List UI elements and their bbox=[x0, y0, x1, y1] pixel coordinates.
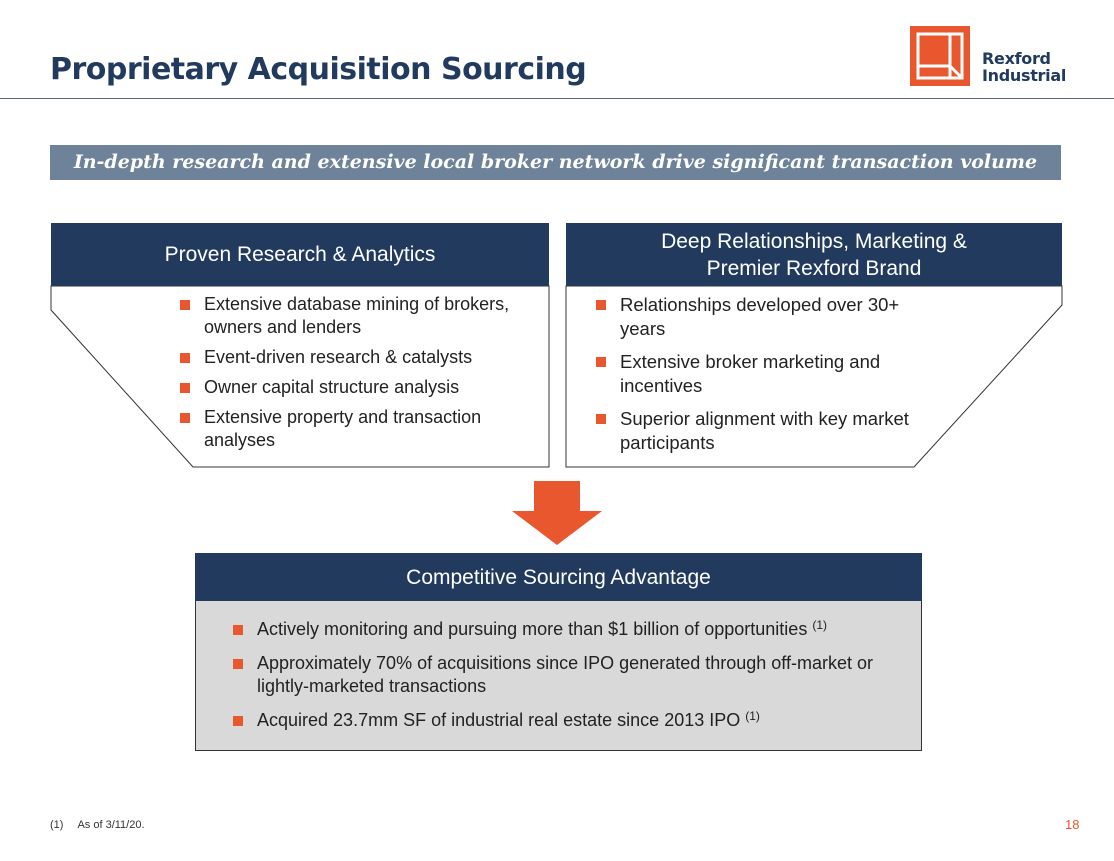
logo-mark-icon bbox=[910, 26, 970, 86]
left-panel-bullets: Extensive database mining of brokers, ow… bbox=[180, 293, 520, 452]
list-item: Relationships developed over 30+ years bbox=[596, 293, 936, 341]
page-number: 18 bbox=[1065, 817, 1080, 832]
list-item: Superior alignment with key market parti… bbox=[596, 407, 936, 455]
bottom-panel-heading: Competitive Sourcing Advantage bbox=[195, 553, 922, 601]
right-panel-bullets: Relationships developed over 30+ years E… bbox=[596, 293, 936, 455]
left-panel-heading-text: Proven Research & Analytics bbox=[164, 243, 436, 266]
logo-wordmark: Rexford Industrial bbox=[982, 50, 1066, 84]
footnote-number: (1) bbox=[50, 819, 64, 831]
footnote: (1) As of 3/11/20. bbox=[50, 819, 145, 831]
bullet-square-icon bbox=[596, 414, 606, 424]
list-item: Owner capital structure analysis bbox=[180, 376, 520, 399]
list-item: Extensive database mining of brokers, ow… bbox=[180, 293, 520, 339]
bottom-panel-heading-text: Competitive Sourcing Advantage bbox=[406, 565, 711, 589]
list-item: Actively monitoring and pursuing more th… bbox=[233, 618, 913, 641]
bullet-square-icon bbox=[596, 300, 606, 310]
footnote-ref: (1) bbox=[812, 618, 828, 632]
logo-line-1: Rexford bbox=[982, 49, 1051, 68]
bullet-square-icon bbox=[233, 659, 243, 669]
page-title: Proprietary Acquisition Sourcing bbox=[50, 52, 587, 87]
down-arrow-icon bbox=[512, 481, 602, 545]
tagline-banner: In-depth research and extensive local br… bbox=[50, 145, 1061, 180]
bullet-square-icon bbox=[180, 383, 190, 393]
right-panel-outline bbox=[565, 285, 1063, 468]
bullet-square-icon bbox=[180, 300, 190, 310]
left-panel-outline bbox=[50, 285, 550, 468]
list-item: Extensive broker marketing and incentive… bbox=[596, 350, 936, 398]
logo-line-2: Industrial bbox=[982, 66, 1067, 85]
left-panel-heading: Proven Research & Analytics bbox=[51, 223, 549, 286]
right-panel-heading-line-1: Deep Relationships, Marketing & bbox=[661, 229, 967, 253]
right-panel-heading-line-2: Premier Rexford Brand bbox=[706, 256, 922, 280]
bullet-square-icon bbox=[596, 357, 606, 367]
title-divider bbox=[0, 98, 1114, 99]
bottom-panel-bullets: Actively monitoring and pursuing more th… bbox=[233, 618, 913, 732]
bullet-square-icon bbox=[180, 413, 190, 423]
right-panel-heading: Deep Relationships, Marketing & Premier … bbox=[566, 223, 1062, 286]
list-item: Acquired 23.7mm SF of industrial real es… bbox=[233, 709, 913, 732]
bullet-square-icon bbox=[233, 625, 243, 635]
list-item: Approximately 70% of acquisitions since … bbox=[233, 652, 913, 698]
list-item: Extensive property and transaction analy… bbox=[180, 406, 520, 452]
footnote-text: As of 3/11/20. bbox=[77, 819, 145, 831]
company-logo: Rexford Industrial bbox=[910, 26, 1075, 88]
list-item: Event-driven research & catalysts bbox=[180, 346, 520, 369]
bottom-panel-body bbox=[195, 601, 922, 751]
bullet-square-icon bbox=[233, 716, 243, 726]
bullet-square-icon bbox=[180, 353, 190, 363]
footnote-ref: (1) bbox=[745, 709, 760, 723]
